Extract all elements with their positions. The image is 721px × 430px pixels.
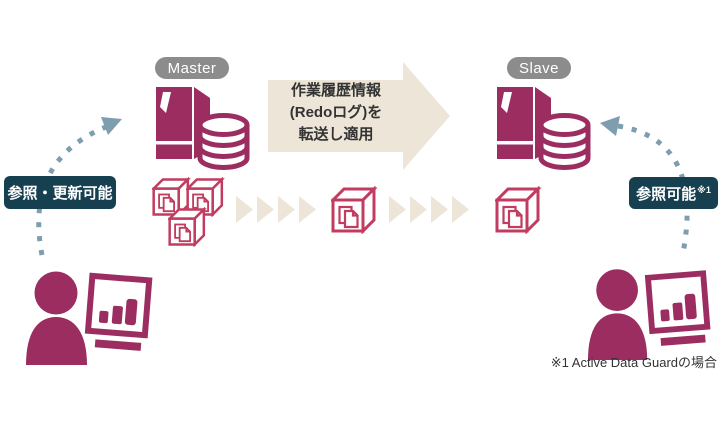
data-cube-icon [495, 186, 542, 234]
master-pill-label: Master [167, 59, 217, 77]
master-server-database-icon [156, 87, 250, 170]
chevron-flow-icon [236, 196, 316, 223]
redo-transfer-arrow [268, 62, 450, 170]
dashed-arrow-left-icon [36, 117, 122, 256]
footnote: ※1 Active Data Guardの場合 [550, 355, 717, 370]
slave-pill-label: Slave [518, 59, 560, 77]
dashed-arrow-right-icon [600, 116, 690, 254]
user-monitor-icon [26, 271, 153, 365]
arrow-text-line1: 作業履歴情報 [290, 82, 381, 99]
left-access-badge: 参照・更新可能 [4, 176, 116, 209]
data-cube-icon [331, 186, 378, 234]
slave-server-database-icon [497, 87, 591, 170]
left-access-badge-label: 参照・更新可能 [7, 185, 113, 202]
arrow-text-line3: 転送し適用 [298, 126, 374, 143]
redo-transfer-arrow-text: 作業履歴情報 (Redoログ)を 転送し適用 [270, 79, 402, 147]
data-cube-icon [168, 207, 207, 247]
master-pill: Master [155, 57, 229, 79]
user-monitor-icon [587, 269, 711, 360]
arrow-text-line2: (Redoログ)を [289, 104, 383, 121]
right-access-badge-label: 参照可能 [636, 185, 697, 203]
slave-pill: Slave [507, 57, 571, 79]
right-access-badge: 参照可能※1 [629, 177, 718, 209]
right-access-badge-footnote-mark: ※1 [697, 184, 711, 195]
chevron-flow-icon [389, 196, 469, 223]
